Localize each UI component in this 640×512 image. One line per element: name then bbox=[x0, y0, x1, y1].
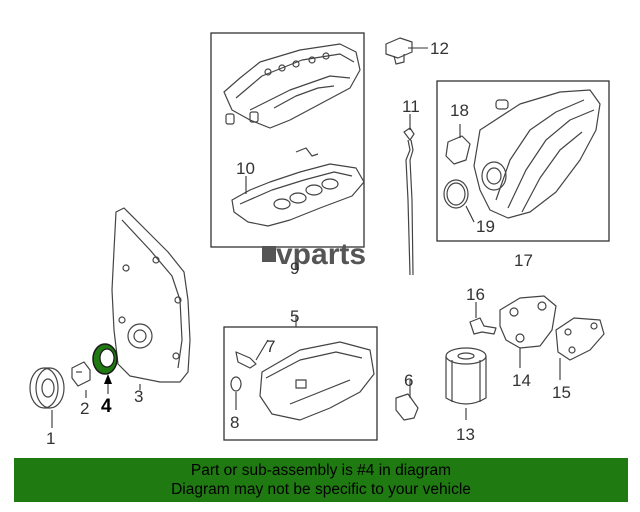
intake-manifold-part bbox=[473, 89, 601, 219]
dipstick-part bbox=[403, 127, 415, 276]
callout-8: 8 bbox=[230, 413, 239, 432]
callout-4: 4 bbox=[101, 396, 112, 417]
throttle-body-gasket-part bbox=[445, 135, 471, 165]
banner-line-1: Part or sub-assembly is #4 in diagram bbox=[190, 462, 452, 479]
crank-bolt-part bbox=[71, 361, 91, 387]
valve-cover-group-box bbox=[210, 32, 365, 248]
callout-12: 12 bbox=[430, 39, 449, 58]
callout-6: 6 bbox=[404, 371, 413, 390]
o-ring-part bbox=[443, 179, 469, 209]
valve-cover-gasket-part bbox=[231, 147, 365, 227]
oil-filter-adapter-part bbox=[499, 295, 557, 349]
oil-pressure-sensor-part bbox=[395, 393, 419, 421]
callout-16: 16 bbox=[466, 285, 485, 304]
callout-13: 13 bbox=[456, 425, 475, 444]
front-crankshaft-seal-part bbox=[92, 343, 118, 375]
adapter-gasket-part bbox=[555, 317, 605, 361]
callout-5: 5 bbox=[290, 307, 299, 326]
vparts-watermark: vparts bbox=[262, 238, 366, 271]
callout-9: 9 bbox=[290, 259, 299, 278]
valve-cover-part bbox=[223, 43, 361, 129]
callout-1: 1 bbox=[46, 429, 55, 448]
oil-filter-part bbox=[445, 347, 487, 405]
adapter-bolt-part bbox=[469, 317, 497, 335]
callout-11: 11 bbox=[402, 97, 420, 116]
banner-line-2: Diagram may not be specific to your vehi… bbox=[171, 481, 471, 498]
callout-2: 2 bbox=[80, 399, 89, 418]
info-banner: Part or sub-assembly is #4 in diagram Di… bbox=[14, 458, 628, 502]
timing-cover-part bbox=[111, 207, 191, 383]
callout-3: 3 bbox=[134, 387, 143, 406]
callout-10: 10 bbox=[236, 159, 255, 178]
callout-15: 15 bbox=[552, 383, 571, 402]
oil-pan-group-box bbox=[223, 326, 378, 441]
drain-washer-part bbox=[230, 376, 242, 392]
callout-7: 7 bbox=[266, 337, 275, 356]
callout-14: 14 bbox=[512, 371, 531, 390]
callout-17: 17 bbox=[514, 251, 533, 270]
drain-plug-part bbox=[235, 351, 257, 369]
watermark-text: vparts bbox=[276, 238, 366, 271]
crank-pulley-part bbox=[29, 367, 65, 409]
oil-filler-cap-part bbox=[385, 37, 413, 65]
callout-18: 18 bbox=[450, 101, 469, 120]
callout-19: 19 bbox=[476, 217, 495, 236]
intake-manifold-group-box bbox=[436, 80, 610, 242]
oil-pan-part bbox=[259, 341, 375, 421]
